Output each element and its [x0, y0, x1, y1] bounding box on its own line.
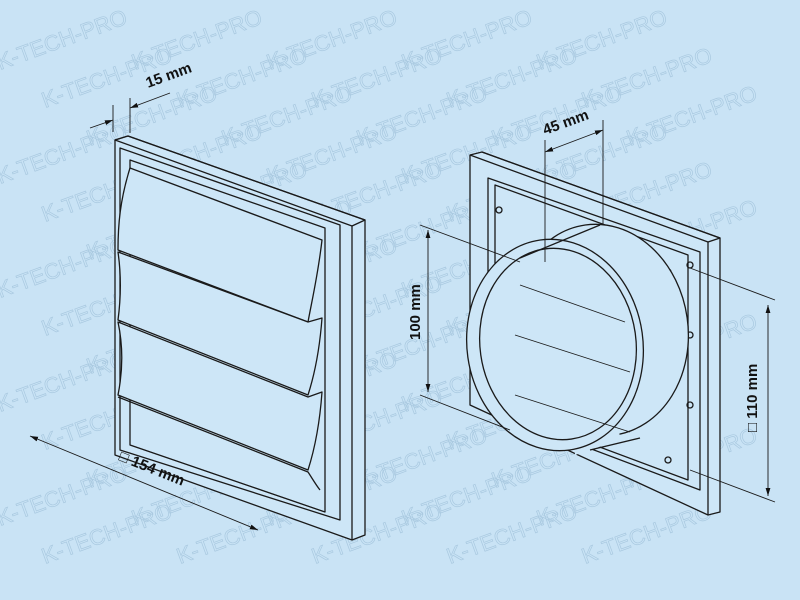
dimension-lines — [29, 92, 776, 531]
back-size-label: □ 110 mm — [744, 364, 761, 432]
spigot-diameter-label: 100 mm — [407, 284, 424, 340]
grille-back-view-with-spigot — [465, 151, 721, 516]
